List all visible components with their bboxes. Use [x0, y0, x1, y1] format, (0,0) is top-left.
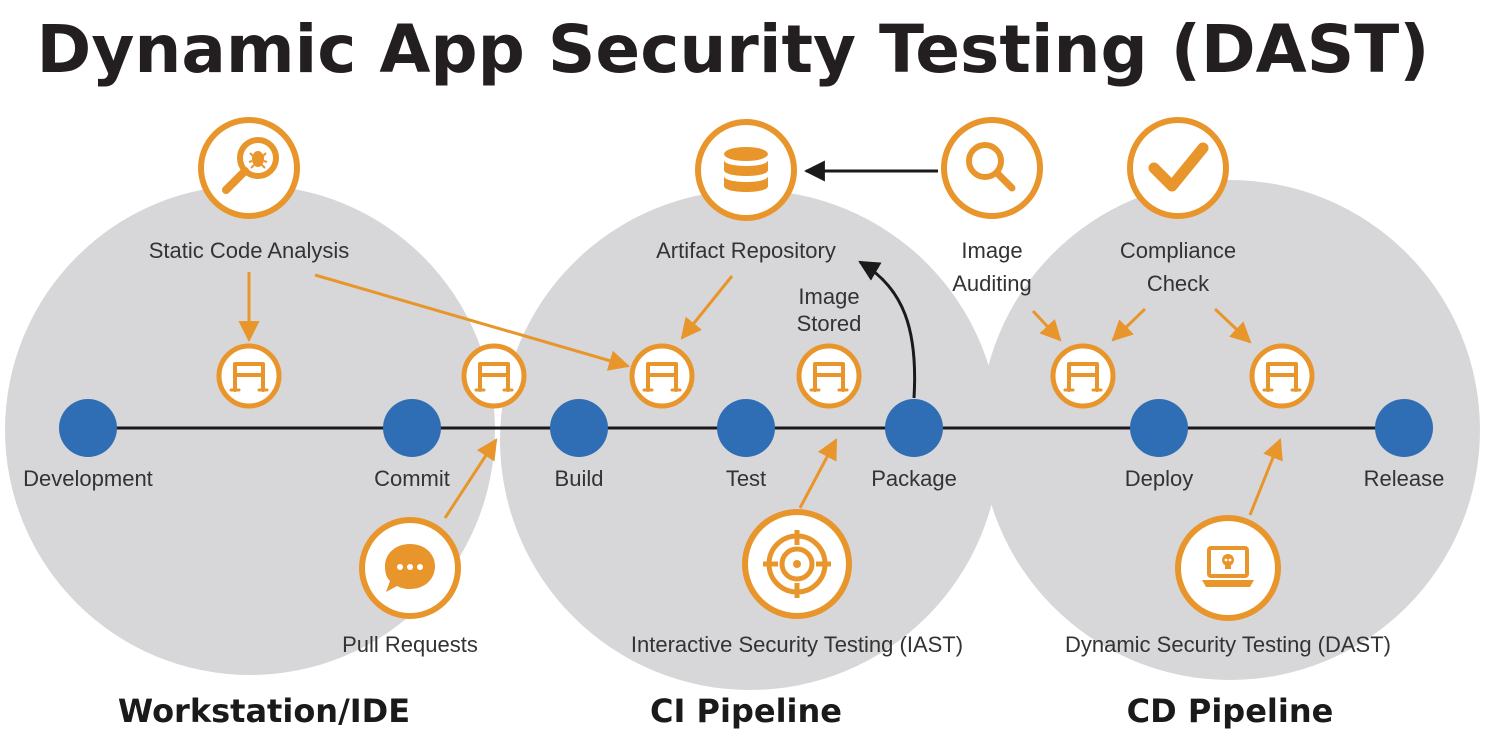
artifact-repository-label: Artifact Repository [656, 238, 836, 263]
image-stored-label-line2: Stored [797, 311, 862, 336]
bug-magnifier-icon [222, 137, 279, 194]
stage-nodes [59, 399, 1433, 457]
image-stored-label-line1: Image [798, 284, 859, 309]
stage-label-package: Package [871, 466, 957, 491]
gate-icon[interactable] [632, 346, 692, 406]
target-icon [763, 530, 831, 598]
zone-title-workstation: Workstation/IDE [118, 692, 410, 730]
arrow-artifact-to-gate [680, 275, 734, 340]
arrow-dast-to-gate [1248, 438, 1283, 516]
stage-label-test: Test [726, 466, 766, 491]
stage-labels: Development Commit Build Test Package De… [23, 466, 1444, 491]
tool-artifact-repository[interactable] [695, 119, 797, 221]
tool-image-auditing[interactable] [941, 117, 1043, 219]
gate-icon[interactable] [1252, 346, 1312, 406]
zone-title-ci: CI Pipeline [650, 692, 842, 730]
arrow-compliance-to-gate-2 [1213, 307, 1252, 344]
chat-bubble-icon [385, 544, 435, 592]
checkmark-icon [1148, 142, 1209, 192]
laptop-skull-icon [1202, 546, 1254, 587]
tool-dast[interactable] [1175, 515, 1281, 621]
iast-label: Interactive Security Testing (IAST) [631, 632, 963, 657]
database-icon [724, 147, 768, 192]
zone-cd [980, 180, 1480, 680]
compliance-check-label-line1: Compliance [1120, 238, 1236, 263]
gate-icon[interactable] [1053, 346, 1113, 406]
tool-pull-requests[interactable] [359, 517, 461, 619]
stage-node-build[interactable] [550, 399, 608, 457]
stage-node-development[interactable] [59, 399, 117, 457]
image-arrows [803, 160, 938, 399]
tool-static-code-analysis[interactable] [198, 117, 300, 219]
stage-node-release[interactable] [1375, 399, 1433, 457]
arrow-iast-to-gate [798, 438, 838, 509]
stage-label-build: Build [555, 466, 604, 491]
arrow-pr-to-gate [443, 438, 498, 519]
tool-iast[interactable] [742, 509, 852, 619]
image-auditing-label-line1: Image [961, 238, 1022, 263]
stage-node-package[interactable] [885, 399, 943, 457]
compliance-check-label-line2: Check [1147, 271, 1210, 296]
stage-label-commit: Commit [374, 466, 450, 491]
arrow-auditing-to-gate [1031, 309, 1062, 342]
flow-arrows [238, 272, 1283, 519]
arrow-compliance-to-gate [1111, 307, 1147, 342]
stage-node-test[interactable] [717, 399, 775, 457]
pull-requests-label: Pull Requests [342, 632, 478, 657]
dast-label: Dynamic Security Testing (DAST) [1065, 632, 1391, 657]
stage-label-deploy: Deploy [1125, 466, 1193, 491]
magnifier-icon [966, 142, 1016, 192]
arrow-static-to-build-gate [314, 273, 631, 371]
zone-title-cd: CD Pipeline [1127, 692, 1334, 730]
image-auditing-label-line2: Auditing [952, 271, 1032, 296]
static-code-analysis-label: Static Code Analysis [149, 238, 350, 263]
stage-node-deploy[interactable] [1130, 399, 1188, 457]
stage-label-release: Release [1364, 466, 1445, 491]
tool-compliance-check[interactable] [1127, 117, 1229, 219]
stage-node-commit[interactable] [383, 399, 441, 457]
stage-label-development: Development [23, 466, 153, 491]
gate-icon[interactable] [219, 346, 279, 406]
gate-icon[interactable] [799, 346, 859, 406]
arrow-package-to-repo [858, 260, 917, 399]
gate-icon[interactable] [464, 346, 524, 406]
page-title: Dynamic App Security Testing (DAST) [37, 11, 1430, 88]
